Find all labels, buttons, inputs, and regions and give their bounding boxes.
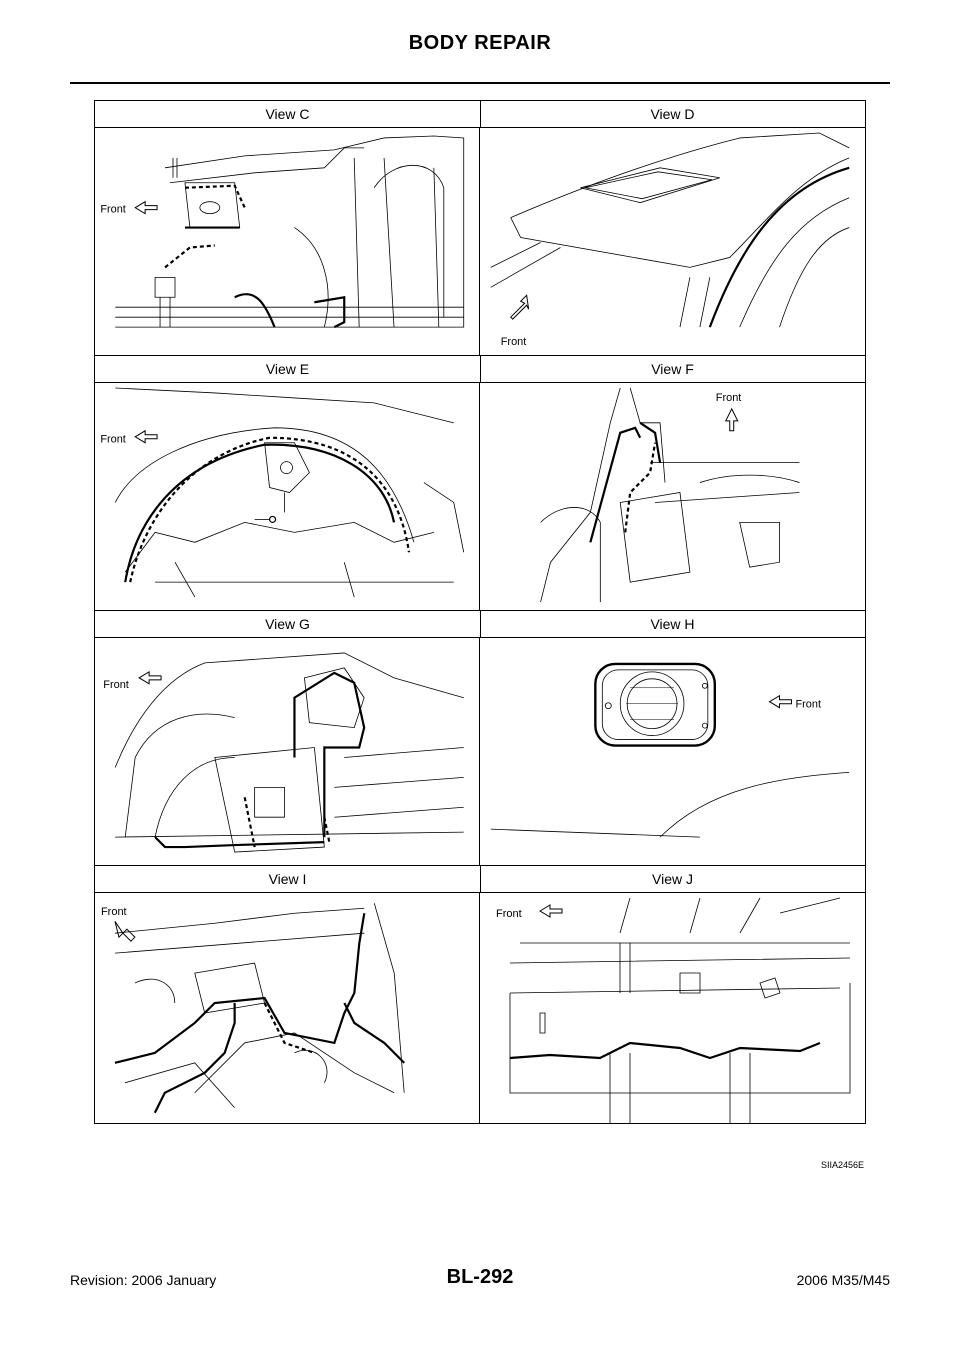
view-e-illustration: Front: [95, 383, 480, 610]
figure-code: SIIA2456E: [820, 1160, 864, 1170]
header-rule: [70, 82, 890, 84]
view-g-illustration: Front: [95, 638, 480, 865]
view-c-title: View C: [265, 106, 310, 122]
view-f-illustration: Front: [480, 383, 865, 610]
page-title: BODY REPAIR: [408, 32, 552, 54]
front-label: Front: [101, 906, 127, 918]
view-g-title: View G: [265, 616, 310, 632]
view-row-ef: View E View F Front: [95, 356, 865, 611]
footer-revision: Revision: 2006 January: [70, 1272, 217, 1288]
view-j-illustration: Front: [480, 893, 865, 1123]
views-grid: View C View D Fron: [94, 100, 866, 1124]
view-i-title: View I: [268, 871, 307, 887]
view-row-ij: View I View J Front: [95, 866, 865, 1123]
front-label: Front: [496, 908, 522, 920]
view-row-gh: View G View H Front: [95, 611, 865, 866]
view-row-header: View C View D: [95, 101, 865, 128]
view-h-title: View H: [650, 616, 695, 632]
view-e-title: View E: [265, 361, 310, 377]
footer-model: 2006 M35/M45: [796, 1272, 890, 1288]
front-label: Front: [100, 434, 126, 446]
view-d-title: View D: [650, 106, 695, 122]
view-row-header: View E View F: [95, 356, 865, 383]
view-i-illustration: Front: [95, 893, 480, 1123]
view-row-header: View G View H: [95, 611, 865, 638]
front-label: Front: [716, 392, 742, 404]
view-row-header: View I View J: [95, 866, 865, 893]
view-j-title: View J: [652, 871, 693, 887]
view-h-illustration: Front: [480, 638, 865, 865]
footer-page-number: BL-292: [446, 1266, 514, 1288]
front-label: Front: [795, 699, 821, 711]
view-row-cd: View C View D Fron: [95, 101, 865, 356]
view-d-illustration: Front: [480, 128, 865, 355]
front-label: Front: [100, 204, 126, 216]
front-label: Front: [501, 336, 527, 348]
view-c-illustration: Front: [95, 128, 480, 355]
view-f-title: View F: [651, 361, 694, 377]
front-label: Front: [103, 679, 129, 691]
